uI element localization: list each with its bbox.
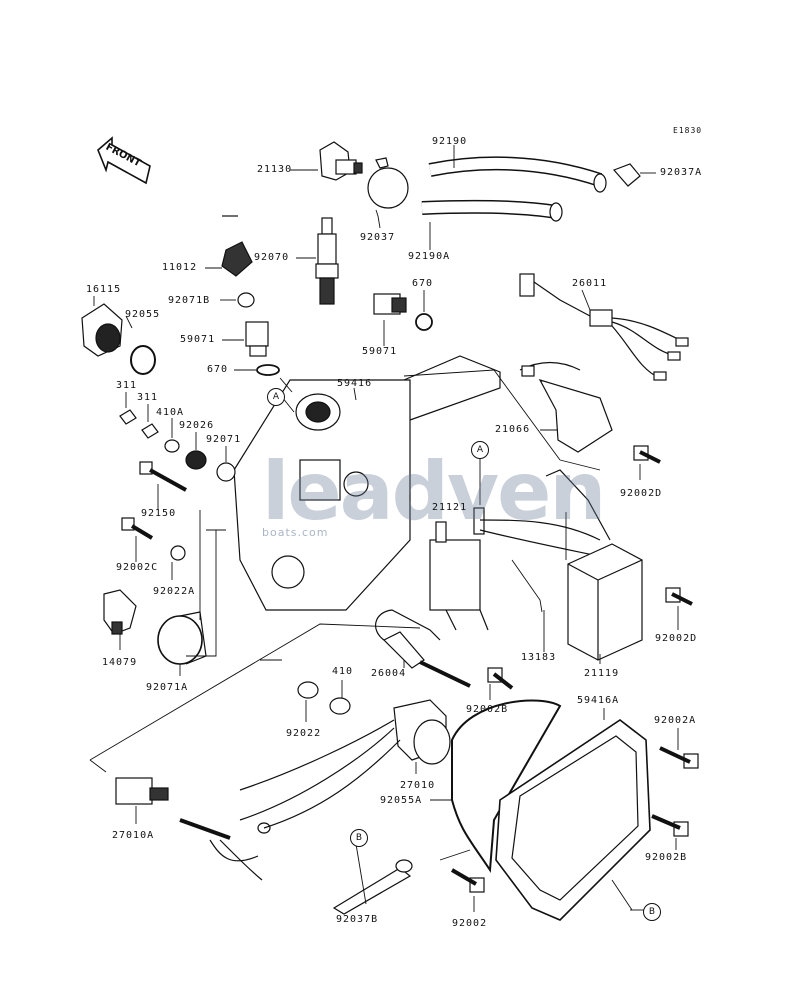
part-label: 27010 xyxy=(400,780,436,791)
bolt-92002d-lower-icon xyxy=(665,587,693,606)
nut-icon xyxy=(119,409,236,482)
washer-410-icon xyxy=(329,697,351,715)
part-label: 21066 xyxy=(495,424,531,435)
o-ring-right-icon xyxy=(415,313,433,331)
part-label: 92070 xyxy=(254,252,290,263)
washer-icon xyxy=(170,545,186,561)
watermark-logo: leadven xyxy=(262,445,606,538)
bolt-92002a-icon xyxy=(659,746,699,769)
grommet-icon xyxy=(237,292,255,308)
part-label: 92071A xyxy=(146,682,189,693)
plug-cap-icon xyxy=(319,141,363,181)
ref-marker-a-right: A xyxy=(471,441,489,459)
bolt-92002d-upper-icon xyxy=(633,445,661,464)
part-label: 92190 xyxy=(432,136,468,147)
gasket-icon xyxy=(451,699,562,873)
clip-icon xyxy=(375,157,389,169)
part-label: 92002 xyxy=(452,918,488,929)
part-label: 410 xyxy=(332,666,354,677)
part-label: 13183 xyxy=(521,652,557,663)
part-label: 410A xyxy=(156,407,185,418)
part-label: 16115 xyxy=(86,284,122,295)
part-label: 21121 xyxy=(432,502,468,513)
o-ring-small-icon xyxy=(256,364,280,376)
part-label: 92037 xyxy=(360,232,396,243)
fitting-right-icon xyxy=(373,293,407,315)
sensor-27010a-icon xyxy=(115,777,263,881)
part-label: 92071 xyxy=(206,434,242,445)
fitting-icon xyxy=(245,321,269,357)
part-label: 92002A xyxy=(654,715,697,726)
part-label: 59416A xyxy=(577,695,620,706)
diagram-code: E1830 xyxy=(673,126,703,135)
part-label: 92055 xyxy=(125,309,161,320)
part-label: 92071B xyxy=(168,295,211,306)
part-label: 11012 xyxy=(162,262,198,273)
part-label: 92026 xyxy=(179,420,215,431)
wire xyxy=(479,519,601,541)
sensor-14079-icon xyxy=(103,589,137,635)
bolt-92002-icon xyxy=(450,868,485,893)
grommet-large-icon xyxy=(157,615,203,665)
igniter-box-icon xyxy=(567,543,643,661)
hose-clip-icon xyxy=(612,163,641,187)
part-label: 92037A xyxy=(660,167,703,178)
part-label: 26011 xyxy=(572,278,608,289)
part-label: 21130 xyxy=(257,164,293,175)
engine-head-icon xyxy=(233,355,501,611)
sensor-icon xyxy=(81,303,123,357)
ref-marker-b-right: B xyxy=(643,903,661,921)
part-label: 92150 xyxy=(141,508,177,519)
part-label: 92002B xyxy=(645,852,688,863)
connector-icon xyxy=(519,273,689,381)
part-label: 311 xyxy=(137,392,159,403)
part-label: 92002D xyxy=(620,488,663,499)
part-label: 311 xyxy=(116,380,138,391)
wire xyxy=(545,469,611,541)
part-label: 670 xyxy=(207,364,229,375)
part-label: 14079 xyxy=(102,657,138,668)
front-arrow-icon xyxy=(97,136,151,185)
cap-icon xyxy=(221,241,253,277)
part-label: 59071 xyxy=(180,334,216,345)
starter-relay-icon xyxy=(239,699,451,834)
bolt-92002b-upper-icon xyxy=(487,667,514,690)
bolt-92002b-lower-icon xyxy=(651,814,689,837)
bolt-92150-icon xyxy=(139,461,187,492)
ref-marker-a-left: A xyxy=(267,388,285,406)
ignition-coil-icon xyxy=(429,507,489,631)
part-label: 26004 xyxy=(371,668,407,679)
spark-plug-icon xyxy=(315,217,339,305)
clamp-ring-icon xyxy=(367,167,409,209)
o-ring-icon xyxy=(130,345,156,375)
ref-marker-b-left: B xyxy=(350,829,368,847)
part-label: 92022A xyxy=(153,586,196,597)
cover-plate-icon xyxy=(495,719,651,921)
part-label: 92190A xyxy=(408,251,451,262)
wire xyxy=(479,529,599,557)
part-label: 27010A xyxy=(112,830,155,841)
leader-lines xyxy=(89,145,679,912)
part-label: 59071 xyxy=(362,346,398,357)
part-label: 92037B xyxy=(336,914,379,925)
part-label: 59416 xyxy=(337,378,373,389)
part-label: 92002D xyxy=(655,633,698,644)
bolt-92002c-icon xyxy=(121,517,154,540)
washer-92022-icon xyxy=(297,681,319,699)
regulator-icon xyxy=(519,361,613,453)
part-label: 92002C xyxy=(116,562,159,573)
part-label: 92055A xyxy=(380,795,423,806)
watermark-sub: boats.com xyxy=(262,526,329,539)
hose-icon xyxy=(428,156,607,193)
hose-short-icon xyxy=(421,199,563,222)
part-label: 92022 xyxy=(286,728,322,739)
band-strap-icon xyxy=(332,859,413,915)
part-label: 92002B xyxy=(466,704,509,715)
sensor-26004-icon xyxy=(375,609,471,688)
part-label: 21119 xyxy=(584,668,620,679)
part-label: 670 xyxy=(412,278,434,289)
